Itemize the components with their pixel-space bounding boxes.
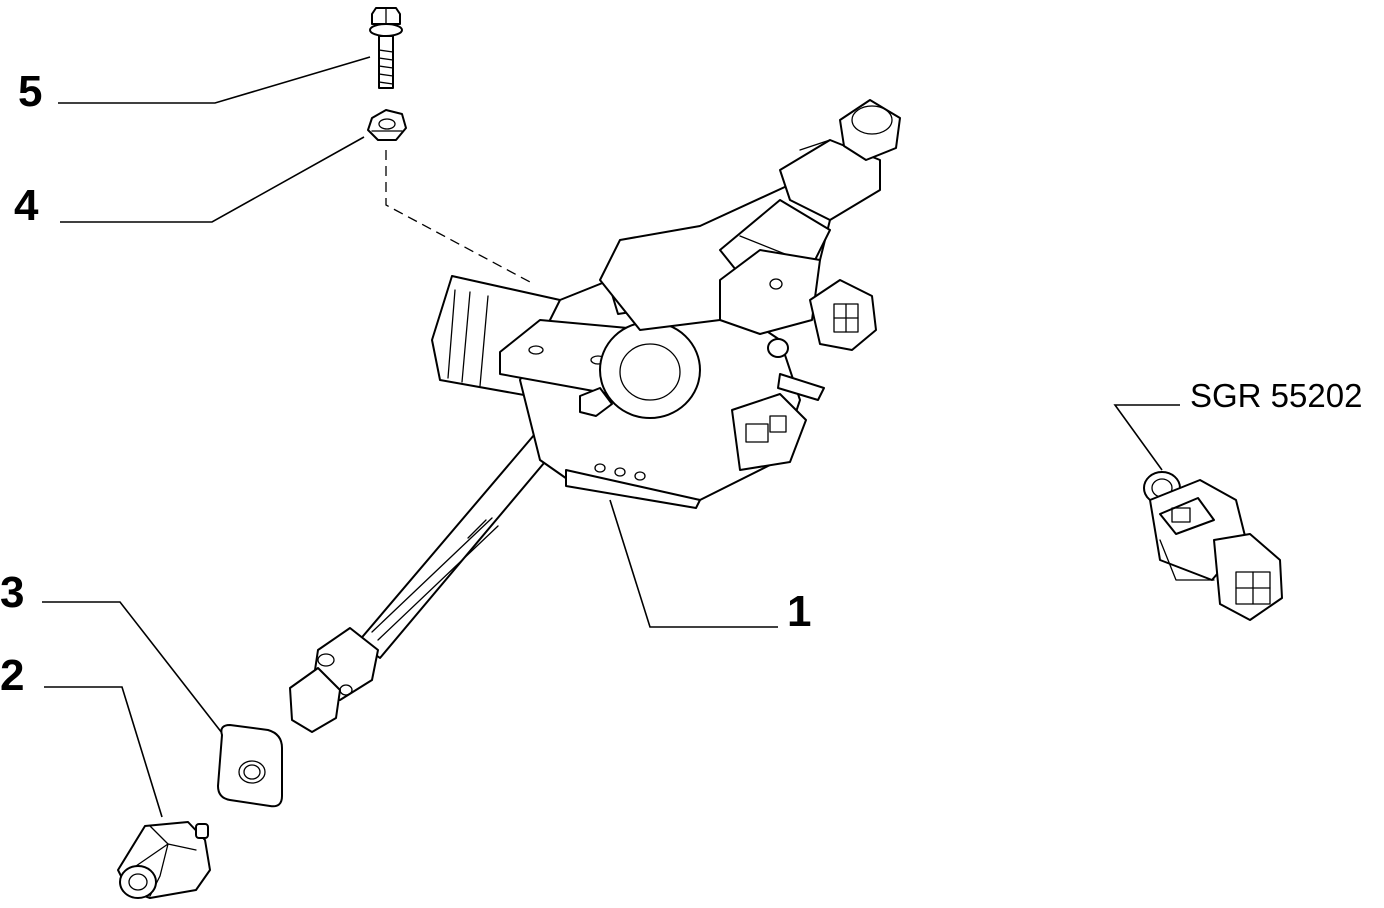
reference-code-label: SGR 55202 xyxy=(1190,377,1362,414)
callout-1-label: 1 xyxy=(787,587,811,636)
callout-3-label: 3 xyxy=(0,568,24,617)
gasket-plate xyxy=(217,724,283,808)
steering-column-assembly xyxy=(289,99,901,733)
callout-4-label: 4 xyxy=(14,181,39,230)
leader-line-4 xyxy=(60,136,365,223)
reference-connector-assembly xyxy=(1143,471,1283,621)
leader-line-2 xyxy=(44,686,163,818)
callout-5-label: 5 xyxy=(18,67,42,116)
leader-line-reference xyxy=(1113,404,1180,471)
leader-line-1 xyxy=(609,499,778,628)
hex-nut xyxy=(367,109,407,141)
leader-line-3 xyxy=(42,601,223,734)
flanged-bolt xyxy=(369,7,403,89)
assembly-dashed-line xyxy=(385,150,531,283)
callout-2-label: 2 xyxy=(0,651,24,700)
ignition-lock-cylinder xyxy=(117,821,211,899)
leader-line-5 xyxy=(58,56,371,104)
